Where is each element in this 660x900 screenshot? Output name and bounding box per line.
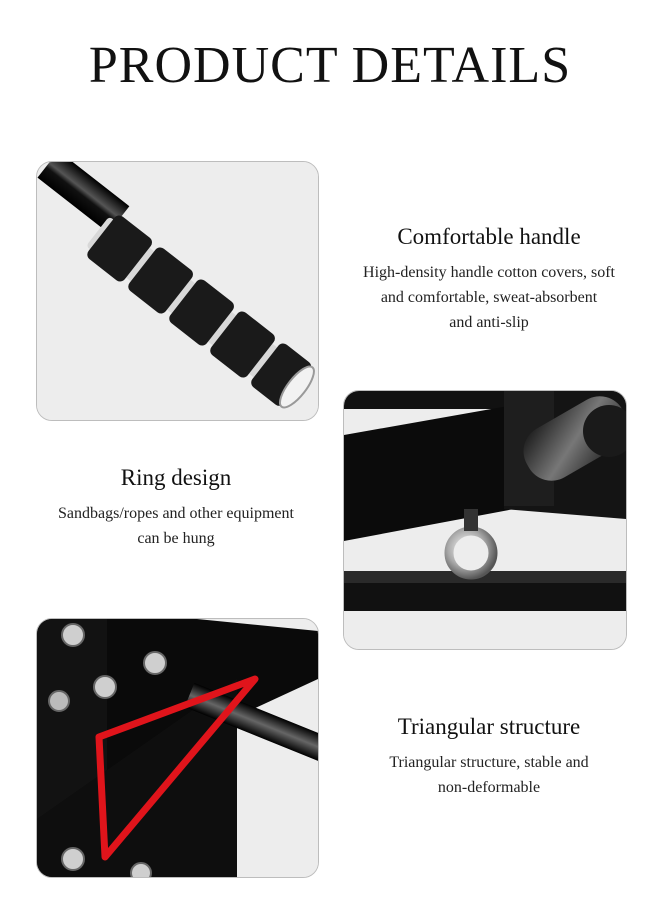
- triangle-photo: [36, 618, 319, 878]
- feature-title: Triangular structure: [397, 714, 581, 739]
- feature-description: Sandbags/ropes and other equipment can b…: [58, 505, 294, 547]
- handle-photo: [36, 161, 319, 421]
- feature-ring-design: Ring design Sandbags/ropes and other equ…: [0, 465, 352, 551]
- feature-comfortable-handle: Comfortable handle High-density handle c…: [318, 224, 660, 335]
- feature-description: Triangular structure, stable and non-def…: [389, 754, 589, 796]
- ring-photo: [343, 390, 627, 650]
- page-title: PRODUCT DETAILS: [88, 37, 572, 94]
- feature-description: High-density handle cotton covers, soft …: [363, 264, 615, 331]
- feature-triangular-structure: Triangular structure Triangular structur…: [318, 714, 660, 800]
- feature-title: Ring design: [120, 465, 232, 490]
- feature-title: Comfortable handle: [397, 224, 581, 249]
